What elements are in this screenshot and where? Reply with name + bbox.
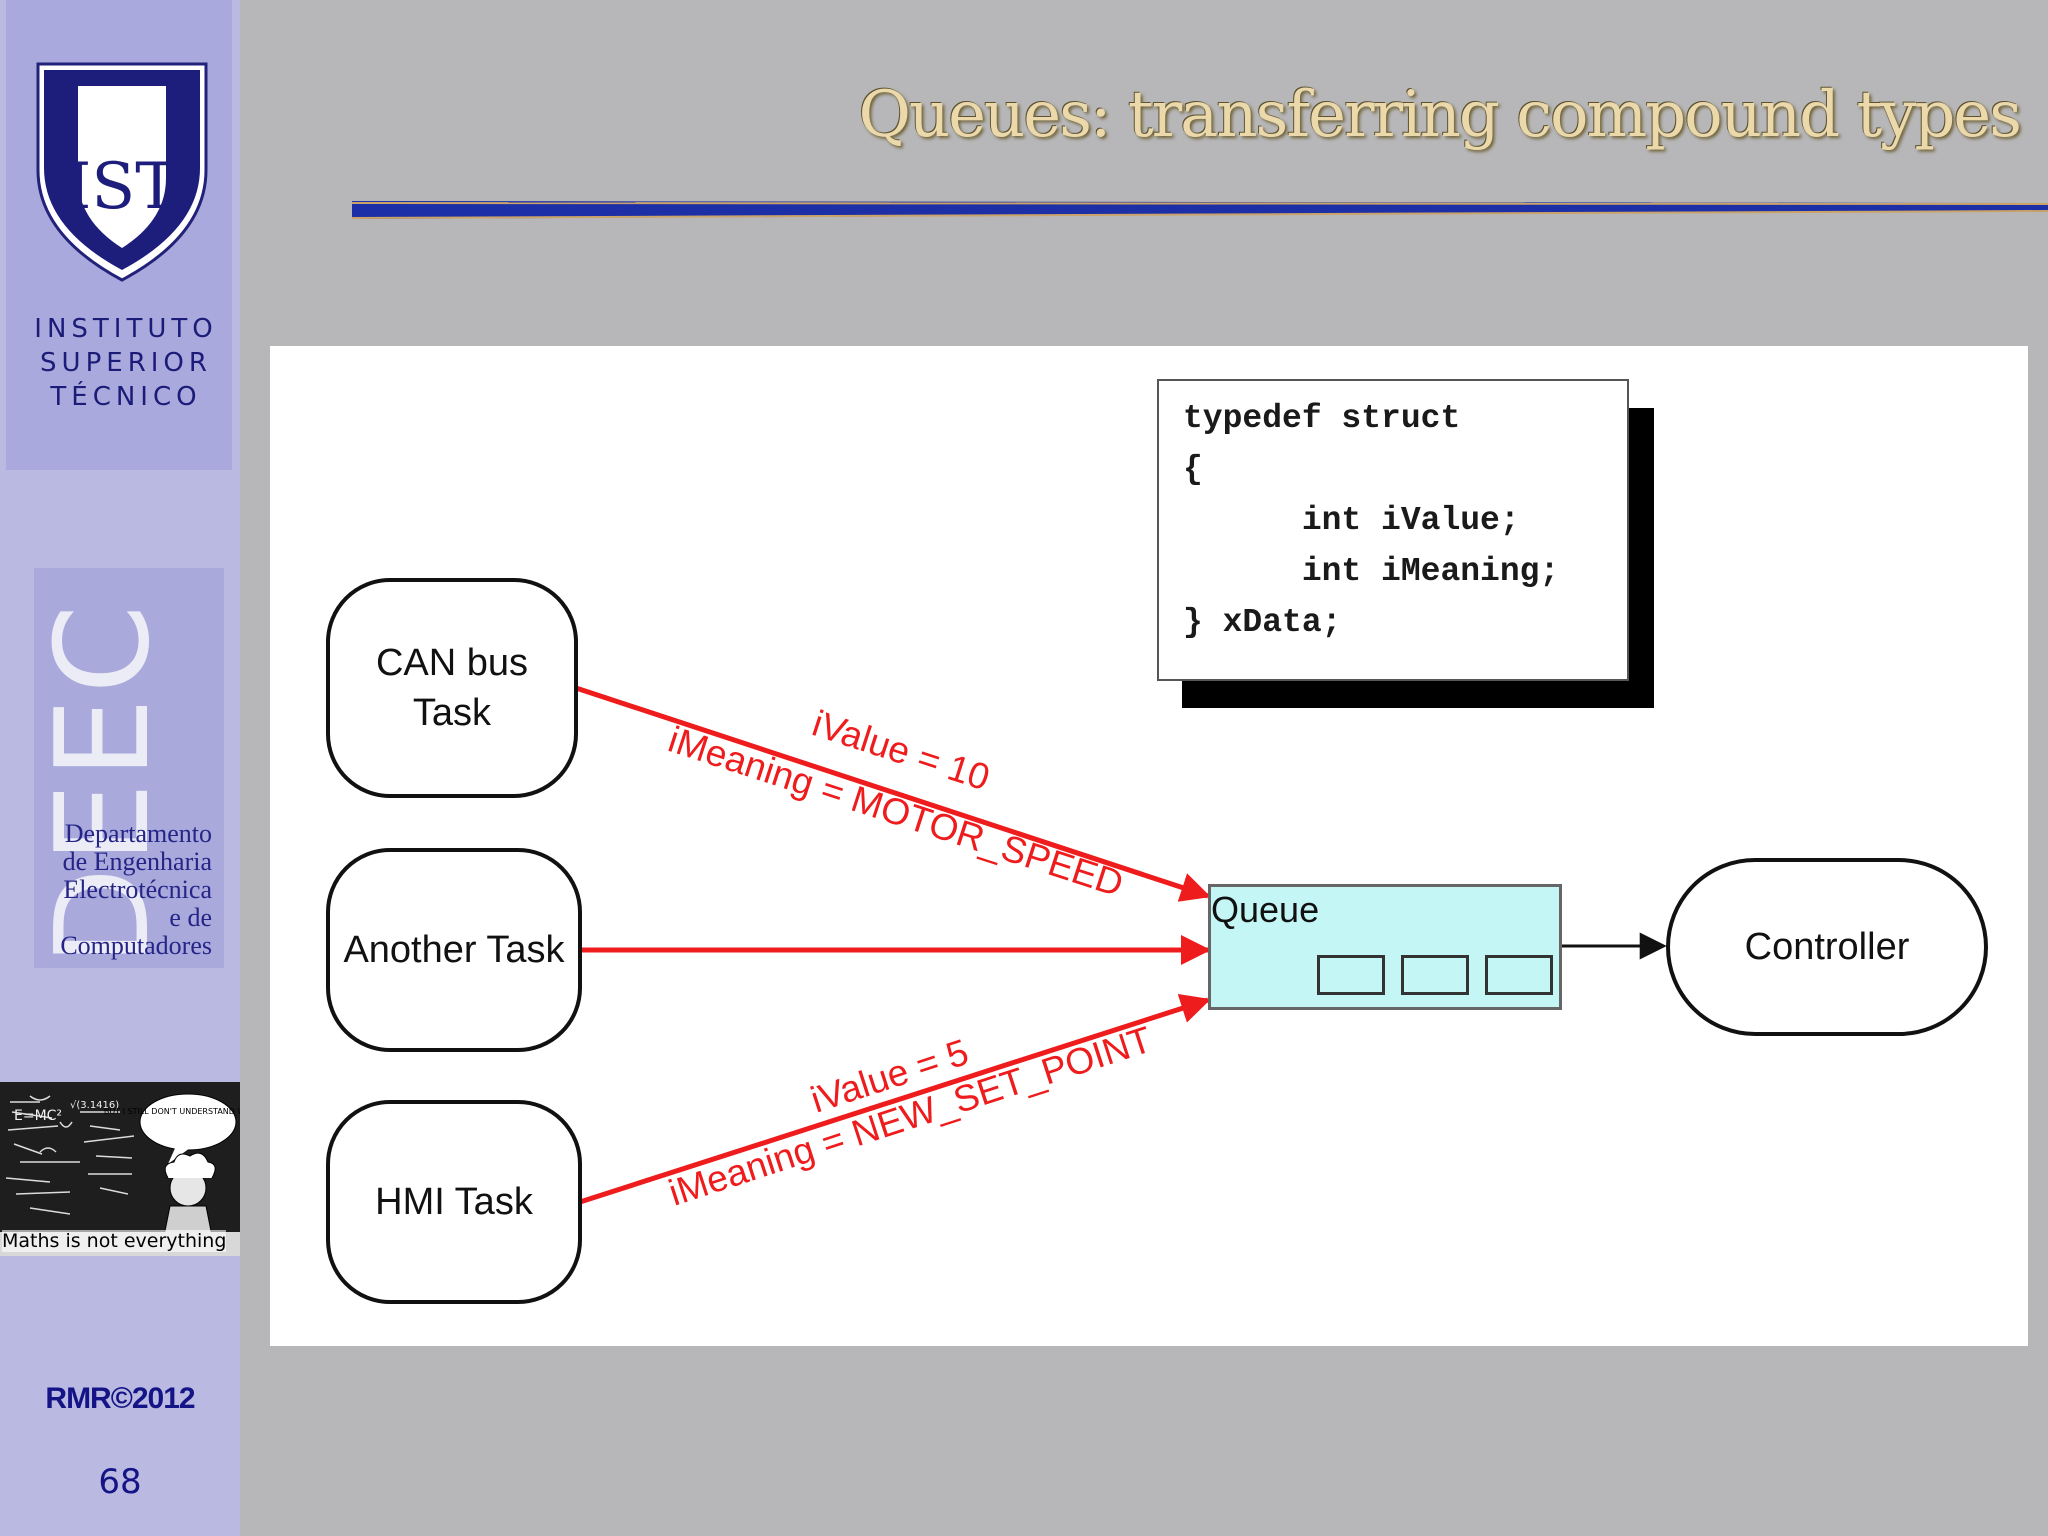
slide-number: 68 (98, 1462, 142, 1502)
queue-label: Queue (1211, 889, 1320, 930)
slide-title: Queues: transferring compound types (858, 78, 2022, 152)
queue-slot (1401, 955, 1469, 995)
deec-logo: DEEC Departamento de Engenharia Electrot… (29, 568, 224, 968)
another-task-node: Another Task (326, 848, 582, 1052)
ist-logo: IST INSTITUTO SUPERIOR TÉCNICO (6, 0, 232, 470)
hmi-task-node: HMI Task (326, 1100, 582, 1304)
deec-dept-line-1: Departamento (64, 819, 212, 848)
struct-code-box: typedef struct { int iValue; int iMeanin… (1157, 379, 1629, 681)
code-line-2: { (1183, 451, 1203, 488)
code-line-1: typedef struct (1183, 400, 1461, 437)
svg-text:√(3.1416): √(3.1416) (70, 1100, 119, 1111)
controller-label: Controller (1744, 926, 1910, 968)
ist-line-2: SUPERIOR (40, 348, 212, 378)
queue-slot (1485, 955, 1553, 995)
can-task-label-2: Task (412, 692, 492, 734)
hmi-task-label: HMI Task (375, 1181, 533, 1223)
ist-line-3: TÉCNICO (50, 382, 202, 412)
deec-dept-line-4: e de (169, 903, 212, 932)
deec-dept-line-2: de Engenharia (62, 847, 212, 876)
svg-text:E=MC²: E=MC² (14, 1108, 62, 1124)
deec-dept-line-5: Computadores (60, 931, 212, 960)
sidebar: IST INSTITUTO SUPERIOR TÉCNICO DEEC Depa… (0, 0, 240, 1536)
copyright: RMR©2012 (45, 1382, 195, 1415)
code-line-5: } xData; (1183, 604, 1342, 641)
ist-monogram: IST (66, 150, 178, 224)
einstein-comic-image: E=MC² √(3.1416) BUT I STILL DON'T UNDERS… (0, 1082, 240, 1256)
ist-shield-icon: IST (36, 62, 208, 282)
deec-dept-line-3: Electrotécnica (63, 875, 212, 904)
deec-department-name: Departamento de Engenharia Electrotécnic… (32, 820, 212, 960)
diagram-panel: typedef struct { int iValue; int iMeanin… (270, 346, 2028, 1346)
diagram-arrows: iValue = 10 iMeaning = MOTOR_SPEED iValu… (575, 685, 1667, 1214)
can-task-label-1: CAN bus (375, 642, 529, 684)
arrow-hmi-to-queue (579, 993, 1211, 1205)
queue-slot (1317, 955, 1385, 995)
another-task-label: Another Task (343, 929, 565, 971)
queue-node: Queue (1208, 884, 1562, 1010)
ist-line-1: INSTITUTO (34, 314, 218, 344)
can-bus-task-node: CAN bus Task (326, 578, 578, 798)
code-line-3: int iValue; (1183, 502, 1520, 539)
code-line-4: int iMeaning; (1183, 553, 1560, 590)
comic-speech: BUT I STILL DON'T UNDERSTAND WOMEN. (104, 1107, 240, 1116)
comic-caption: Maths is not everything (2, 1230, 227, 1252)
title-underline (352, 201, 2048, 219)
controller-node: Controller (1666, 858, 1988, 1036)
arrow-can-to-queue (575, 685, 1211, 902)
